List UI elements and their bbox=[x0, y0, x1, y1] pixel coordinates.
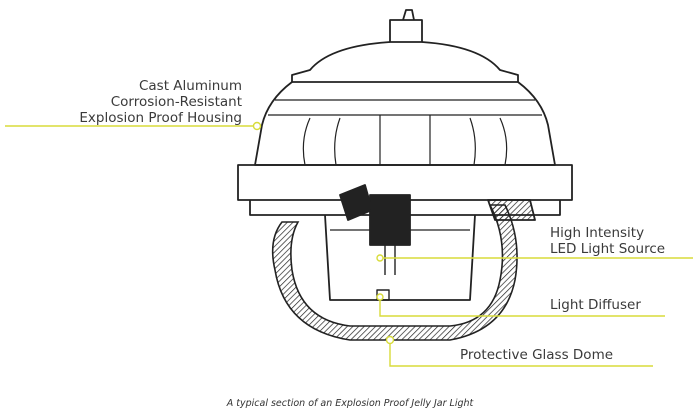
housing-top bbox=[291, 41, 519, 83]
label-led: High Intensity LED Light Source bbox=[550, 225, 665, 257]
label-dome: Protective Glass Dome bbox=[460, 347, 614, 363]
housing-body bbox=[254, 81, 556, 166]
conduit-hub bbox=[389, 19, 423, 43]
figure-caption: A typical section of an Explosion Proof … bbox=[226, 398, 474, 409]
leader-lines bbox=[5, 121, 693, 367]
label-housing: Cast Aluminum Corrosion-Resistant Explos… bbox=[79, 78, 242, 126]
hook bbox=[402, 9, 415, 21]
glass-dome bbox=[271, 204, 518, 341]
label-diffuser: Light Diffuser bbox=[550, 297, 641, 313]
label-line: LED Light Source bbox=[550, 241, 666, 257]
label-line: Explosion Proof Housing bbox=[79, 110, 242, 126]
label-line: Cast Aluminum bbox=[138, 78, 242, 94]
label-line: Corrosion-Resistant bbox=[110, 94, 242, 110]
led-module bbox=[369, 194, 411, 246]
label-line: High Intensity bbox=[550, 225, 645, 241]
